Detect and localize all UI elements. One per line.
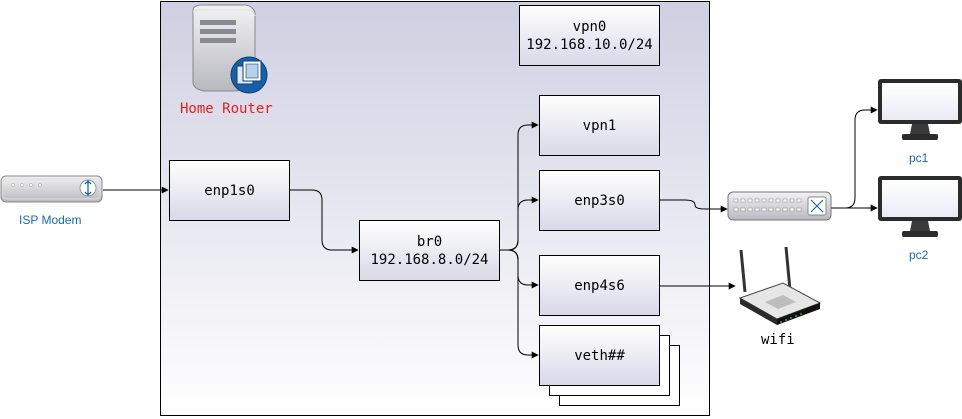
edge-br0-enp3s0 [500, 196, 539, 251]
node-vpn0-subnet: 192.168.10.0/24 [526, 36, 653, 53]
pc2-label: pc2 [909, 248, 929, 262]
monitor-icon [878, 176, 962, 237]
home-router-label: Home Router [180, 101, 273, 117]
node-enp4s6[interactable]: enp4s6 [539, 255, 660, 316]
wifi-router-icon [738, 246, 822, 325]
edge-enp3s0-switch [660, 199, 728, 213]
node-br0[interactable]: br0 192.168.8.0/24 [359, 220, 500, 281]
modem-icon [0, 175, 103, 203]
server-icon [192, 4, 268, 94]
isp-modem-label: ISP Modem [19, 213, 82, 227]
node-vpn1-label: vpn1 [582, 117, 617, 134]
node-enp1s0-label: enp1s0 [204, 182, 255, 199]
node-br0-subnet: 192.168.8.0/24 [370, 251, 489, 268]
node-enp3s0[interactable]: enp3s0 [539, 170, 660, 231]
node-enp3s0-label: enp3s0 [574, 192, 625, 209]
switch-icon [727, 191, 832, 221]
node-br0-label: br0 [416, 233, 443, 250]
pc1-label: pc1 [909, 151, 929, 165]
node-vpn1[interactable]: vpn1 [539, 95, 660, 156]
node-vpn0-label: vpn0 [572, 18, 607, 35]
node-enp1s0[interactable]: enp1s0 [169, 160, 290, 221]
edge-switch-pc1 [831, 106, 878, 209]
edge-br0-enp4s6 [500, 249, 539, 289]
node-veth-label: veth## [574, 347, 625, 364]
edge-enp1s0-br0 [290, 189, 359, 254]
wifi-label: wifi [761, 332, 795, 348]
edge-br0-veth [500, 249, 539, 359]
edge-br0-vpn1 [500, 121, 539, 251]
monitor-icon [878, 79, 962, 140]
node-enp4s6-label: enp4s6 [574, 277, 625, 294]
node-vpn0[interactable]: vpn0 192.168.10.0/24 [519, 5, 660, 66]
node-veth[interactable]: veth## [539, 325, 660, 386]
